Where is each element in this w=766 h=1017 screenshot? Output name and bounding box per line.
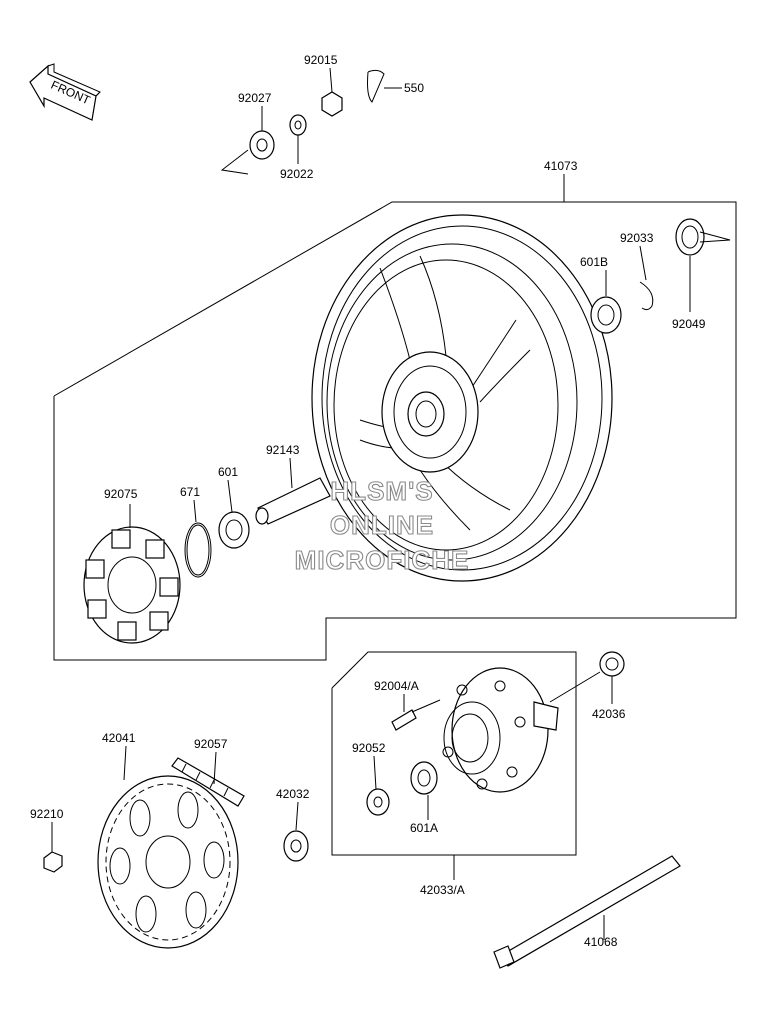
label-42033A: 42033/A	[420, 883, 465, 897]
label-92015: 92015	[304, 53, 338, 67]
washer-92022	[289, 114, 307, 136]
collar-92027	[249, 130, 275, 160]
label-671: 671	[180, 485, 200, 499]
label-92004A: 92004/A	[374, 679, 419, 693]
watermark: HLSM'S ONLINE MICROFICHE	[294, 475, 470, 575]
leader-lines	[51, 67, 691, 940]
label-92049: 92049	[672, 317, 706, 331]
label-601B: 601B	[580, 255, 608, 269]
stud-92004A	[391, 709, 417, 731]
part-labels: 92015 550 92027 92022 41073 92033 601B 9…	[30, 53, 706, 949]
chain-92057	[171, 757, 245, 807]
label-42041: 42041	[102, 731, 136, 745]
wheel-41073	[311, 214, 613, 582]
label-42036: 42036	[592, 707, 626, 721]
o-ring-671	[184, 522, 212, 578]
sleeve-92143	[255, 477, 331, 525]
label-550: 550	[404, 81, 424, 95]
label-42032: 42032	[276, 787, 310, 801]
watermark-line-1: HLSM'S	[330, 476, 433, 506]
label-92033: 92033	[620, 231, 654, 245]
front-arrow-icon: FRONT	[29, 63, 101, 121]
label-92027: 92027	[238, 91, 272, 105]
label-41068: 41068	[584, 935, 618, 949]
bearing-601	[218, 511, 250, 549]
label-92210: 92210	[30, 807, 64, 821]
hub-group-outline	[331, 651, 577, 856]
label-92057: 92057	[194, 737, 228, 751]
bearing-601B	[590, 296, 622, 334]
axle-41068	[493, 855, 681, 969]
watermark-line-3: MICROFICHE	[295, 545, 470, 575]
damper-92075	[83, 526, 181, 644]
label-92075: 92075	[104, 487, 138, 501]
sprocket-hub-42033A	[442, 667, 559, 793]
washer-92052	[366, 788, 390, 816]
label-601: 601	[218, 465, 238, 479]
label-92022: 92022	[280, 167, 314, 181]
circlip-92033	[639, 281, 654, 311]
seal-92049	[675, 218, 705, 256]
cotter-pin-550	[367, 69, 385, 103]
watermark-line-2: ONLINE	[330, 510, 434, 540]
bearing-601A	[410, 761, 438, 795]
wheel-group-outline	[53, 201, 737, 661]
nut-92015	[321, 91, 343, 117]
label-41073: 41073	[544, 159, 578, 173]
nut-92210	[43, 851, 63, 873]
collar-42036	[599, 651, 625, 677]
sprocket-42041	[97, 775, 239, 949]
label-92052: 92052	[352, 741, 386, 755]
collar-42032	[283, 830, 309, 862]
label-601A: 601A	[410, 821, 438, 835]
label-92143: 92143	[266, 443, 300, 457]
